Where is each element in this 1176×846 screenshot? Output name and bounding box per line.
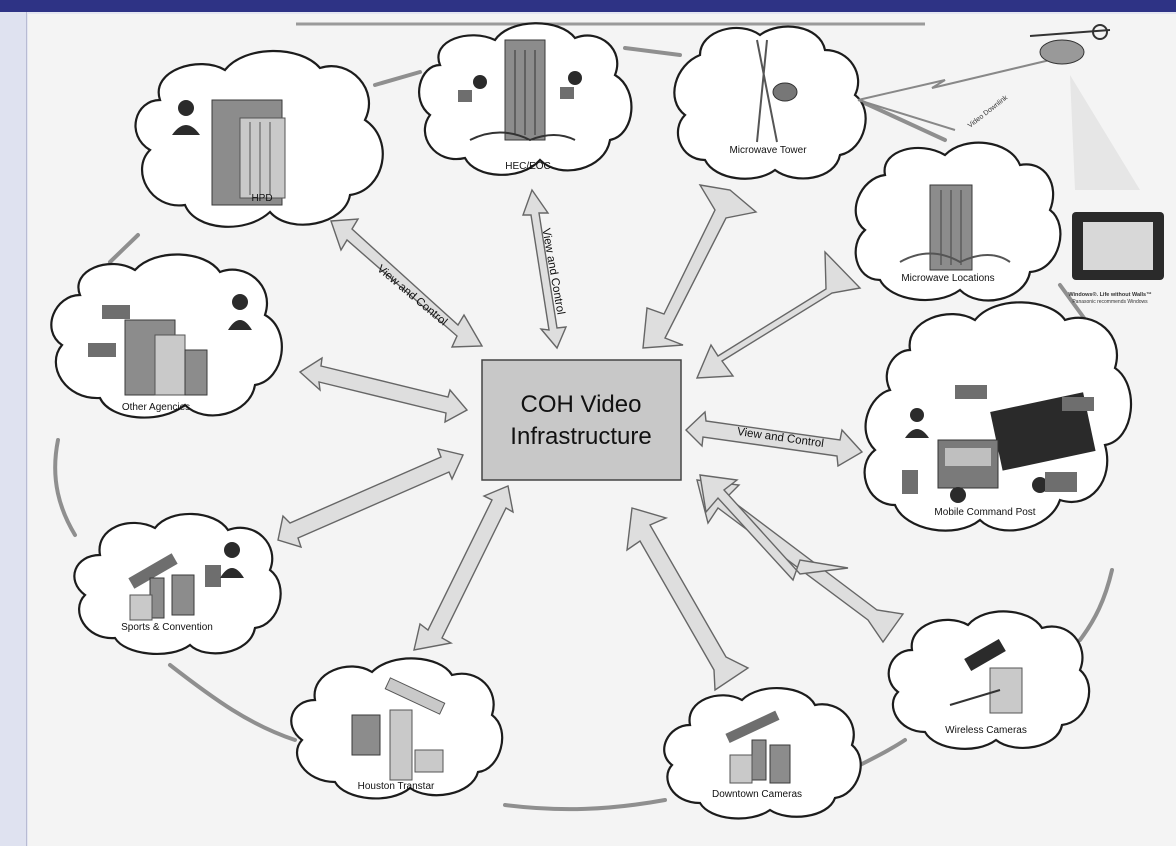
label-hpd: HPD	[251, 193, 272, 204]
person-icon	[232, 294, 248, 310]
top-bar	[0, 0, 1176, 12]
video-downlink-label: Video Downlink	[967, 94, 1010, 129]
camera-icon	[102, 305, 130, 319]
label-wireless-cameras: Wireless Cameras	[945, 725, 1027, 736]
building-icon	[989, 667, 1023, 714]
operator-icon	[473, 75, 487, 89]
operator-icon-2	[568, 71, 582, 85]
node-hec-eoc: HEC/EOC	[418, 22, 633, 176]
laptop-caption-2: Panasonic recommends Windows	[1072, 299, 1148, 305]
center-box	[481, 359, 682, 481]
label-houston-transtar: Houston Transtar	[358, 781, 435, 792]
node-houston-transtar: Houston Transtar	[290, 657, 504, 800]
label-sports-convention: Sports & Convention	[121, 622, 213, 633]
label-other-agencies: Other Agencies	[122, 402, 190, 413]
arrow-microwave-locations	[695, 250, 862, 379]
arrow-transtar	[413, 485, 514, 651]
camera-icon-2	[1062, 397, 1094, 411]
arrow-sports	[277, 448, 464, 549]
node-microwave-tower: Microwave Tower	[673, 25, 867, 180]
node-downtown-cameras: Downtown Cameras	[663, 687, 862, 820]
pda-icon	[902, 470, 918, 494]
arrow-hpd	[330, 218, 484, 348]
node-wireless-cameras: Wireless Cameras	[887, 610, 1091, 750]
camera-icon	[955, 385, 987, 399]
officer-icon	[910, 408, 924, 422]
network-diagram: View and Control View and Control View a…	[50, 22, 1164, 820]
building-icon	[729, 754, 753, 784]
node-other-agencies: Other Agencies	[50, 253, 283, 419]
center-node: COH Video Infrastructure	[481, 359, 682, 481]
camera-icon	[384, 677, 446, 715]
truck-icon	[990, 392, 1096, 471]
arrow-other-agencies	[298, 356, 469, 424]
node-microwave-locations: Microwave Locations	[854, 141, 1062, 302]
arrow-microwave-tower	[642, 184, 758, 349]
node-hpd: HPD	[134, 49, 384, 228]
helicopter-icon	[1039, 39, 1085, 65]
left-sidebar-strip	[0, 12, 27, 846]
officer-icon	[178, 100, 194, 116]
radio-tower-icon	[756, 39, 778, 143]
laptop-caption-1: Windows®. Life without Walls™	[1068, 291, 1151, 298]
laptop-icon	[1045, 472, 1077, 492]
bidirectional-arrows	[277, 188, 864, 651]
building-icon	[351, 714, 381, 756]
arrow-mobile-to-center-lower	[699, 474, 849, 582]
node-sports-convention: Sports & Convention	[73, 512, 282, 656]
rugged-laptop: Windows®. Life without Walls™ Panasonic …	[1068, 212, 1164, 305]
label-mobile-command-post: Mobile Command Post	[934, 507, 1035, 518]
camera-icon-2	[88, 343, 116, 357]
person-icon	[224, 542, 240, 558]
camera-view-cone	[1070, 75, 1140, 190]
diagram-canvas: View and Control View and Control View a…	[28, 14, 1176, 846]
label-microwave-locations: Microwave Locations	[901, 273, 994, 284]
label-microwave-tower: Microwave Tower	[729, 145, 807, 156]
arrow-downtown-cameras	[626, 507, 750, 692]
inbound-arrows	[626, 184, 905, 692]
arrow-mobile-command	[684, 410, 864, 468]
camera-icon	[725, 710, 780, 743]
label-hec-eoc: HEC/EOC	[505, 161, 551, 172]
node-mobile-command-post: Mobile Command Post	[863, 301, 1133, 532]
wireless-camera-icon	[964, 638, 1006, 672]
center-title-line2: Infrastructure	[510, 423, 651, 450]
arrow-label-hpd: View and Control	[375, 263, 450, 328]
label-downtown-cameras: Downtown Cameras	[712, 789, 802, 800]
center-title-line1: COH Video	[521, 391, 642, 418]
arrow-hec-eoc	[522, 188, 568, 350]
camera-icon	[128, 553, 178, 589]
